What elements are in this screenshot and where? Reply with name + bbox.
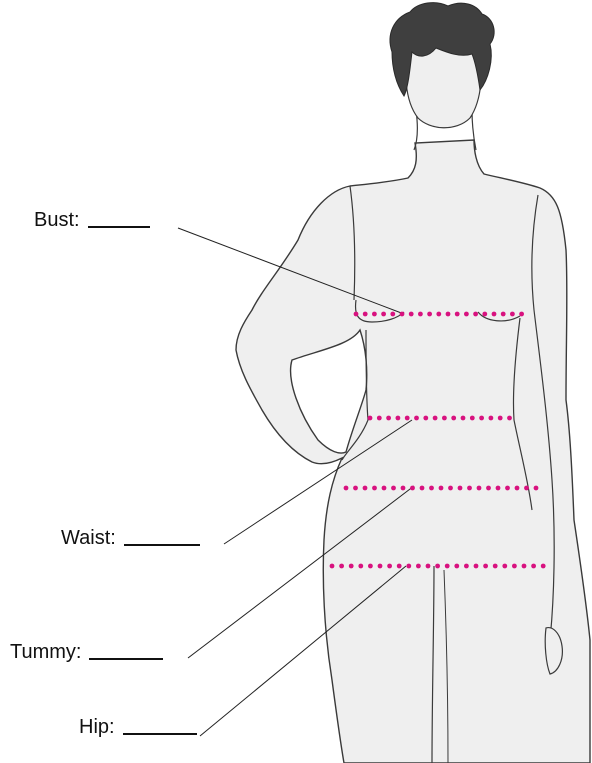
measure-dot [405,416,410,421]
measure-dot [473,312,478,317]
waist-label: Waist: [61,528,116,548]
measure-dot [474,564,479,569]
waist-label-row: Waist: [61,528,200,548]
measure-dot [531,564,536,569]
measure-dot [507,416,512,421]
measure-dot [482,312,487,317]
measure-dot [429,486,434,491]
measure-dot [368,564,373,569]
measure-dot [483,564,488,569]
measure-dot [353,486,358,491]
measure-dot [470,416,475,421]
measure-dot [427,312,432,317]
measure-dot [363,486,368,491]
measure-dot [349,564,354,569]
measure-dot [451,416,456,421]
measure-dot [423,416,428,421]
measure-dot [391,486,396,491]
hip-label-row: Hip: [79,717,197,737]
measure-dot [439,486,444,491]
measure-dot [418,312,423,317]
measure-dot [400,312,405,317]
measure-dot [433,416,438,421]
measure-dot [435,564,440,569]
measure-dot [442,416,447,421]
tummy-label: Tummy: [10,642,81,662]
measure-dot [489,416,494,421]
measure-dot [493,564,498,569]
measure-dot [416,564,421,569]
measure-dot [455,312,460,317]
measure-dot [386,416,391,421]
measure-dot [461,416,466,421]
tummy-blank-line [89,657,163,660]
measure-dot [368,416,373,421]
measure-dot [414,416,419,421]
measure-dot [426,564,431,569]
bust-label: Bust: [34,210,80,230]
measure-dot [534,486,539,491]
measure-dot [501,312,506,317]
tummy-measure-line [344,486,539,491]
measure-dot [512,564,517,569]
measure-dot [486,486,491,491]
measure-dot [372,312,377,317]
measure-dot [354,312,359,317]
hip-measure-line [330,564,546,569]
bust-label-row: Bust: [34,210,150,230]
measure-dot [410,486,415,491]
measure-dot [448,486,453,491]
measure-dot [519,312,524,317]
measure-dot [446,312,451,317]
measure-dot [522,564,527,569]
measure-dot [406,564,411,569]
measure-dot [458,486,463,491]
measure-dot [498,416,503,421]
measure-dot [477,486,482,491]
measure-dot [436,312,441,317]
measure-dot [401,486,406,491]
body-silhouette [236,3,590,763]
measure-dot [515,486,520,491]
measure-dot [524,486,529,491]
measure-dot [330,564,335,569]
bust-blank-line [88,225,150,228]
measure-dot [492,312,497,317]
measure-dot [387,564,392,569]
measure-dot [409,312,414,317]
hip-label: Hip: [79,717,115,737]
measure-dot [505,486,510,491]
waist-blank-line [124,543,200,546]
measure-dot [420,486,425,491]
measure-dot [381,312,386,317]
torso-shape [236,140,590,763]
measure-dot [454,564,459,569]
measure-dot [372,486,377,491]
measure-dot [496,486,501,491]
measure-dot [467,486,472,491]
measure-dot [510,312,515,317]
measure-dot [378,564,383,569]
measure-dot [464,312,469,317]
measure-dot [445,564,450,569]
measure-dot [396,416,401,421]
measure-dot [397,564,402,569]
measure-dot [382,486,387,491]
measure-dot [479,416,484,421]
measure-dot [390,312,395,317]
tummy-label-row: Tummy: [10,642,163,662]
hip-blank-line [123,732,197,735]
measure-dot [541,564,546,569]
measure-dot [339,564,344,569]
measure-dot [363,312,368,317]
measure-dot [358,564,363,569]
measure-dot [377,416,382,421]
measure-dot [502,564,507,569]
measure-dot [344,486,349,491]
measure-dot [464,564,469,569]
